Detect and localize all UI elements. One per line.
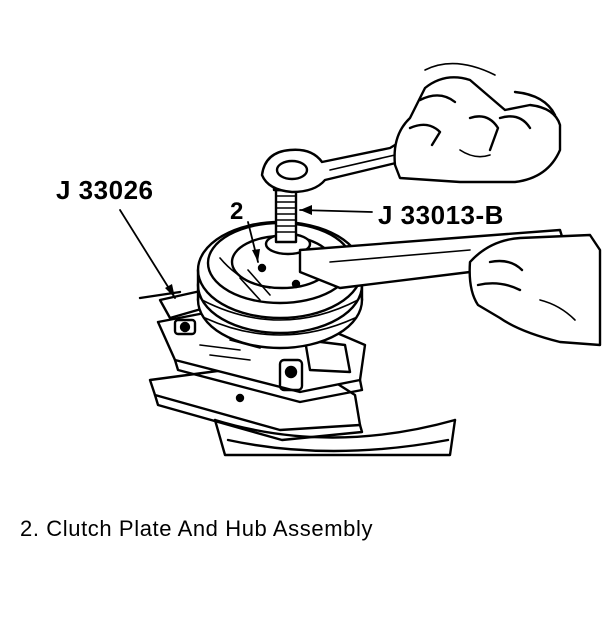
arrowhead-j33013b bbox=[300, 205, 312, 215]
lower-hand bbox=[468, 233, 602, 347]
callout-j33026: J 33026 bbox=[56, 175, 154, 205]
arrowhead-part2 bbox=[252, 249, 260, 262]
compressor-body bbox=[213, 418, 457, 457]
callout-j33013b: J 33013-B bbox=[378, 200, 504, 230]
figure-caption: 2. Clutch Plate And Hub Assembly bbox=[20, 516, 374, 541]
upper-hand bbox=[393, 62, 562, 184]
callout-part-2: 2 bbox=[230, 198, 244, 225]
arrowhead-j33026 bbox=[165, 284, 175, 298]
